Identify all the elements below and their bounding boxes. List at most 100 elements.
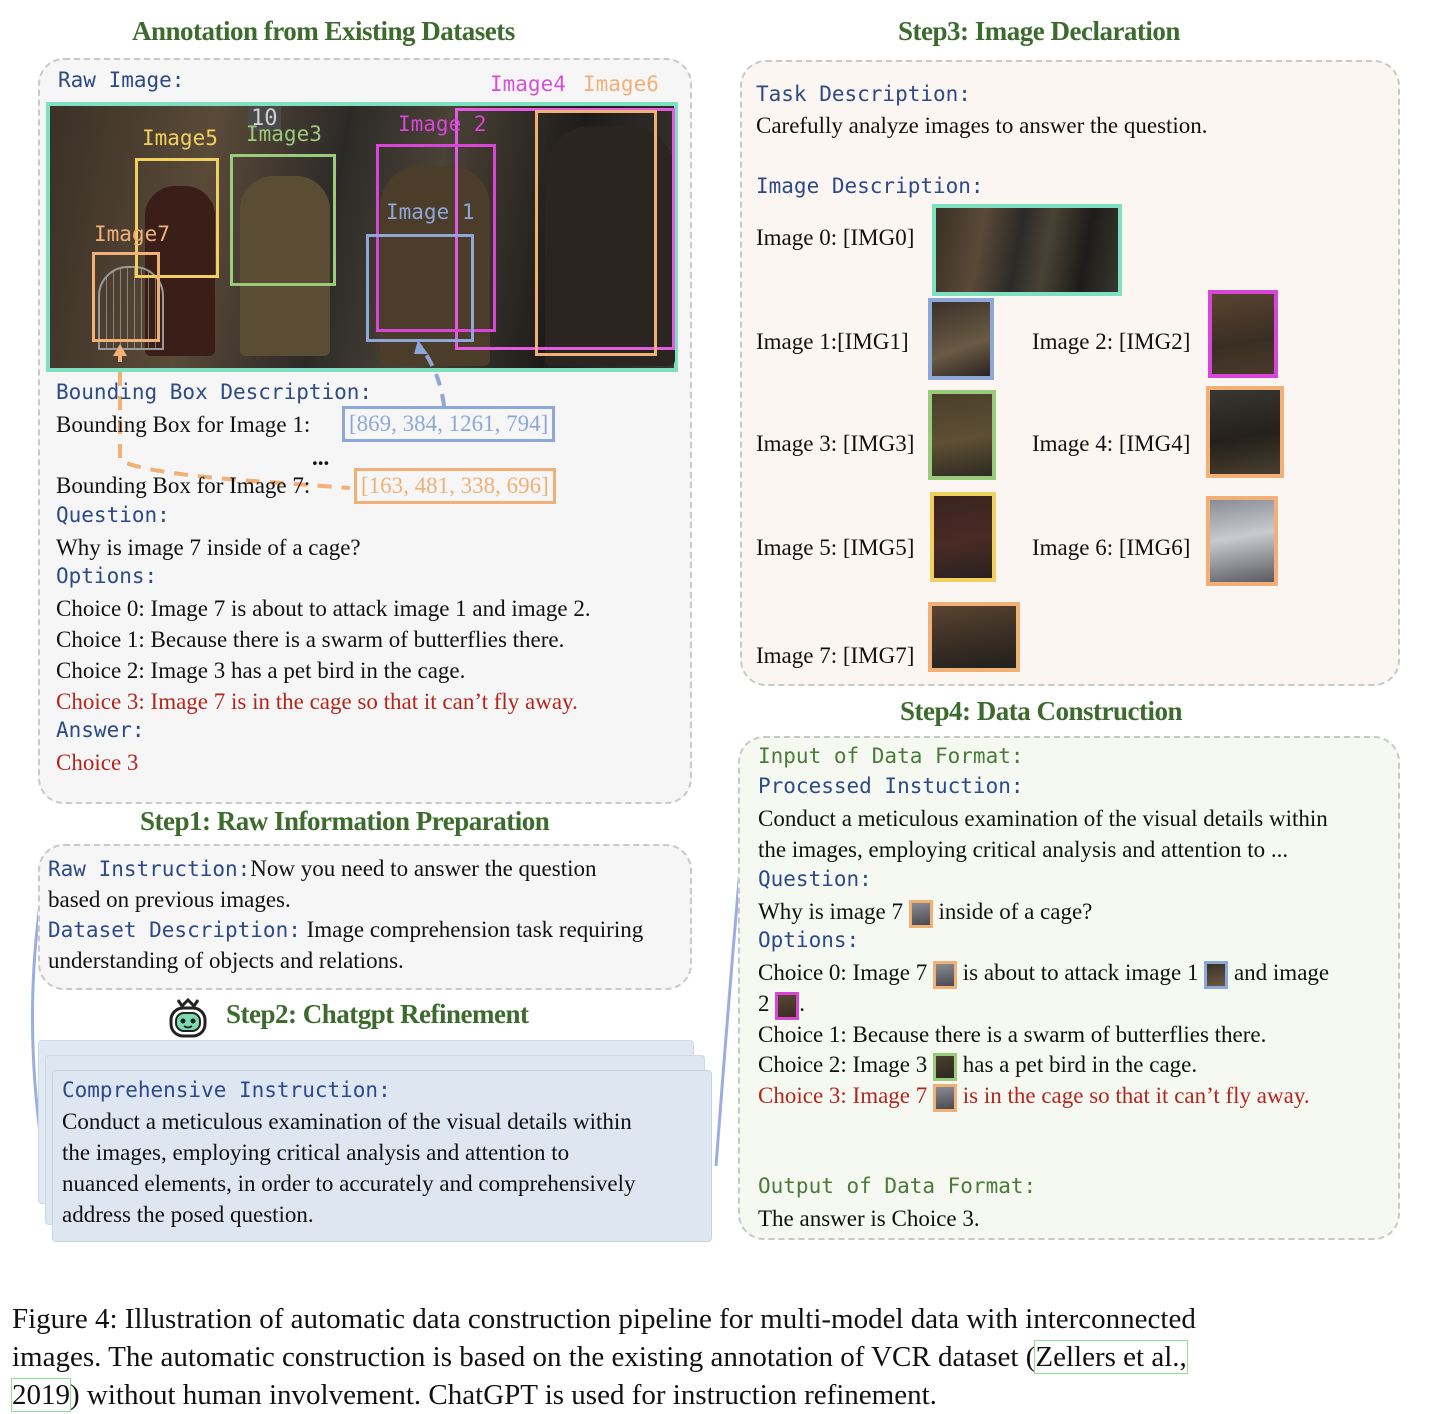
label-image3: Image3: [246, 122, 322, 146]
figure-silhouette: [545, 126, 675, 366]
processed-line-2: the images, employing critical analysis …: [758, 837, 1289, 862]
comprehensive-instruction-label: Comprehensive Instruction:: [62, 1078, 391, 1102]
raw-image-label: Raw Image:: [58, 68, 185, 92]
step4-options-label: Options:: [758, 928, 860, 952]
choice-1: Choice 1: Because there is a swarm of bu…: [56, 627, 565, 652]
caption-text: images. The automatic construction is ba…: [12, 1341, 1036, 1373]
ellipsis: ...: [312, 445, 330, 470]
platform-sign: 10: [248, 106, 281, 131]
answer-label: Answer:: [56, 718, 145, 742]
bbox-description-label: Bounding Box Description:: [56, 380, 373, 404]
step4-choice-2-row: Choice 2: Image 3 has a pet bird in the …: [758, 1049, 1197, 1081]
comprehensive-line-4: address the posed question.: [62, 1202, 314, 1227]
question-text-a: Why is image 7: [758, 899, 903, 924]
choice-0-text-e: .: [799, 991, 805, 1016]
dataset-description-text-2: understanding of objects and relations.: [48, 948, 404, 973]
bbox-image7-text: Bounding Box for Image 7:: [56, 473, 311, 498]
figure-caption-line-2: images. The automatic construction is ba…: [12, 1338, 1188, 1376]
robot-icon: [168, 996, 208, 1038]
input-format-label: Input of Data Format:: [758, 744, 1024, 768]
image-1-item: Image 1:[IMG1]: [756, 329, 909, 354]
raw-instruction-row: Raw Instruction:Now you need to answer t…: [48, 853, 597, 884]
label-image6: Image6: [583, 72, 659, 96]
processed-instruction-label: Processed Instuction:: [758, 774, 1024, 798]
caption-text-end: ) without human involvement. ChatGPT is …: [70, 1379, 937, 1411]
image-3-thumbnail: [928, 390, 996, 480]
citation-link-year[interactable]: 2019: [11, 1378, 71, 1412]
raw-instruction-label: Raw Instruction:: [48, 857, 251, 881]
image-5-item: Image 5: [IMG5]: [756, 535, 915, 560]
bbox-image1: [366, 234, 474, 342]
choice-2-text-b: has a pet bird in the cage.: [962, 1052, 1198, 1077]
step4-choice-0-row-2: 2 .: [758, 988, 805, 1020]
output-format-text: The answer is Choice 3.: [758, 1206, 980, 1231]
step4-choice-1: Choice 1: Because there is a swarm of bu…: [758, 1022, 1267, 1047]
step4-choice-3-row: Choice 3: Image 7 is in the cage so that…: [758, 1080, 1310, 1112]
comprehensive-line-3: nuanced elements, in order to accurately…: [62, 1171, 636, 1196]
image-7-inline-thumbnail: [933, 1083, 958, 1112]
step4-question-row: Why is image 7 inside of a cage?: [758, 896, 1092, 928]
bbox-image1-value: [869, 384, 1261, 794]: [342, 406, 556, 442]
options-label: Options:: [56, 564, 158, 588]
choice-0-text-c: and image: [1233, 960, 1330, 985]
step4-panel: [738, 736, 1400, 1240]
step3-heading: Step3: Image Declaration: [898, 16, 1180, 46]
image-4-item: Image 4: [IMG4]: [1032, 431, 1191, 456]
choice-0-text-d: 2: [758, 991, 770, 1016]
step2-heading: Step2: Chatgpt Refinement: [226, 999, 529, 1029]
annotation-heading: Annotation from Existing Datasets: [132, 16, 515, 46]
image-7-item: Image 7: [IMG7]: [756, 643, 915, 668]
image-3-inline-thumbnail: [933, 1052, 958, 1081]
figure-silhouette: [240, 176, 330, 356]
choice-0-text-b: is about to attack image 1: [962, 960, 1199, 985]
comprehensive-line-1: Conduct a meticulous examination of the …: [62, 1109, 632, 1134]
step1-heading: Step1: Raw Information Preparation: [140, 806, 550, 836]
task-description-text: Carefully analyze images to answer the q…: [756, 113, 1208, 138]
dataset-description-text: Image comprehension task requiring: [300, 917, 644, 942]
choice-3-text-b: is in the cage so that it can’t fly away…: [962, 1083, 1310, 1108]
bbox-image3: [230, 154, 336, 286]
bbox-image5: [135, 158, 219, 278]
bbox-image4: [455, 108, 675, 350]
cage: [98, 266, 164, 350]
image-6-item: Image 6: [IMG6]: [1032, 535, 1191, 560]
label-image4: Image4: [490, 72, 566, 96]
image-0-item: Image 0: [IMG0]: [756, 225, 915, 250]
image-3-item: Image 3: [IMG3]: [756, 431, 915, 456]
raw-instruction-text: Now you need to answer the question: [250, 856, 597, 881]
choice-0-text-a: Choice 0: Image 7: [758, 960, 928, 985]
question-label: Question:: [56, 503, 170, 527]
image-6-thumbnail: [1206, 496, 1278, 586]
image-1-thumbnail: [928, 298, 994, 380]
choice-0: Choice 0: Image 7 is about to attack ima…: [56, 596, 591, 621]
label-image5: Image5: [142, 126, 218, 150]
image-description-label: Image Description:: [756, 174, 984, 198]
label-image7: Image7: [94, 222, 170, 246]
label-image1: Image 1: [386, 200, 475, 224]
step1-panel: [38, 844, 692, 990]
choice-3-text-a: Choice 3: Image 7: [758, 1083, 928, 1108]
bbox-image6: [535, 110, 657, 356]
step4-heading: Step4: Data Construction: [900, 696, 1183, 726]
raw-instruction-text-2: based on previous images.: [48, 887, 291, 912]
step4-question-label: Question:: [758, 867, 872, 891]
image-7-thumbnail: [928, 602, 1020, 672]
dataset-description-row: Dataset Description: Image comprehension…: [48, 914, 643, 945]
bbox-image1-text: Bounding Box for Image 1:: [56, 412, 311, 437]
image-0-thumbnail: [932, 204, 1122, 296]
label-image2: Image 2: [398, 112, 487, 136]
comprehensive-instruction-card: [52, 1070, 712, 1242]
citation-link[interactable]: Zellers et al.,: [1034, 1340, 1188, 1374]
figure-caption-line-1: Figure 4: Illustration of automatic data…: [12, 1303, 1196, 1335]
image-2-inline-thumbnail: [775, 991, 800, 1020]
bbox-image2: [376, 144, 496, 332]
processed-line-1: Conduct a meticulous examination of the …: [758, 806, 1328, 831]
image-4-thumbnail: [1206, 386, 1284, 478]
answer-text: Choice 3: [56, 750, 139, 775]
choice-2: Choice 2: Image 3 has a pet bird in the …: [56, 658, 466, 683]
image-7-inline-thumbnail: [933, 960, 958, 989]
image-7-inline-thumbnail: [908, 899, 933, 928]
comprehensive-line-2: the images, employing critical analysis …: [62, 1140, 570, 1165]
step3-panel: [740, 60, 1400, 686]
bbox-image7: [92, 252, 160, 342]
